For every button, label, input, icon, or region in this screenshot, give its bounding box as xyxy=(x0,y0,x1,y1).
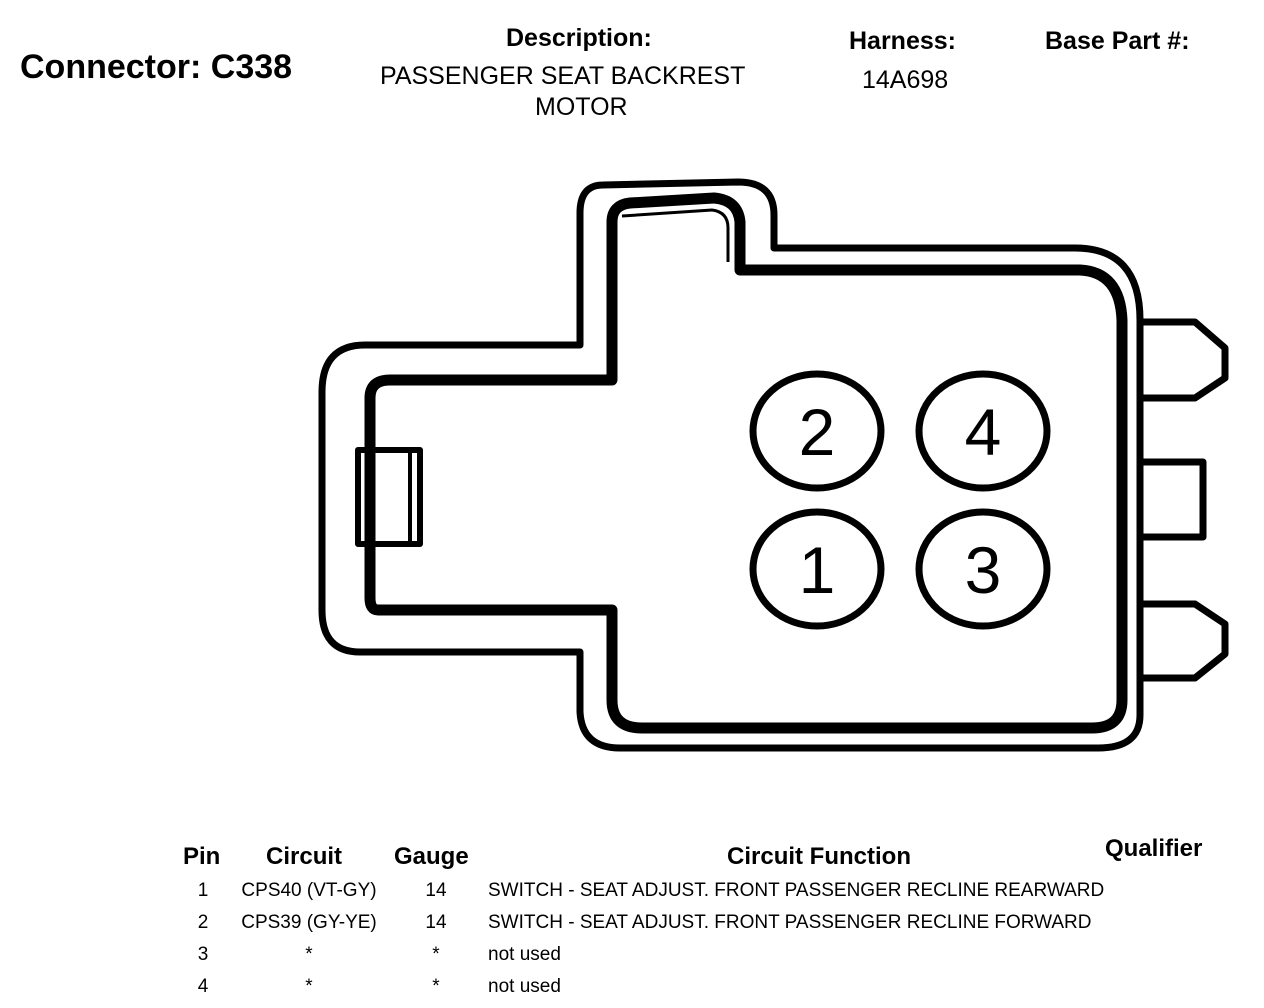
function-cell: not used xyxy=(488,976,561,997)
pin-number: 2 xyxy=(799,395,836,469)
connector-face-diagram: 2 4 1 3 xyxy=(318,178,1229,752)
gauge-cell: 14 xyxy=(425,912,447,933)
column-header-pin: Pin xyxy=(183,843,221,870)
base-part-heading: Base Part #: xyxy=(1045,27,1190,55)
pin-cavity-3: 3 xyxy=(915,508,1051,630)
circuit-cell: CPS40 (VT-GY) xyxy=(241,880,377,901)
pin-cavity-2: 2 xyxy=(749,370,885,492)
function-cell: not used xyxy=(488,944,561,965)
connector-housing xyxy=(318,178,1229,752)
connector-label: Connector: C338 xyxy=(20,48,293,86)
gauge-cell: * xyxy=(432,976,440,997)
column-header-gauge: Gauge xyxy=(394,843,469,870)
pin-cavity-1: 1 xyxy=(749,508,885,630)
description-line-1: PASSENGER SEAT BACKREST xyxy=(380,62,746,90)
column-header-circuit: Circuit xyxy=(266,843,343,870)
function-cell: SWITCH - SEAT ADJUST. FRONT PASSENGER RE… xyxy=(488,912,1092,933)
pin-outline xyxy=(915,508,1051,630)
pin-cell: 4 xyxy=(197,976,209,997)
column-header-function: Circuit Function xyxy=(727,843,911,870)
description-line-2: MOTOR xyxy=(535,93,628,121)
pin-number: 4 xyxy=(965,395,1002,469)
pin-cavity-4: 4 xyxy=(915,370,1051,492)
pin-outline xyxy=(915,370,1051,492)
pin-outline xyxy=(749,370,885,492)
pin-cavities: 2 4 1 3 xyxy=(749,370,1051,630)
column-header-qualifier: Qualifier xyxy=(1105,835,1203,862)
pin-cell: 1 xyxy=(197,880,209,901)
gauge-cell: 14 xyxy=(425,880,447,901)
circuit-cell: * xyxy=(305,944,313,965)
gauge-cell: * xyxy=(432,944,440,965)
pin-outline xyxy=(749,508,885,630)
pin-cell: 3 xyxy=(197,944,209,965)
harness-heading: Harness: xyxy=(849,27,956,55)
circuit-cell: CPS39 (GY-YE) xyxy=(241,912,377,933)
pin-number: 3 xyxy=(965,533,1002,607)
harness-value: 14A698 xyxy=(862,66,949,94)
description-heading: Description: xyxy=(506,24,652,52)
pin-number: 1 xyxy=(799,533,836,607)
pin-cell: 2 xyxy=(197,912,209,933)
function-cell: SWITCH - SEAT ADJUST. FRONT PASSENGER RE… xyxy=(488,880,1105,901)
circuit-cell: * xyxy=(305,976,313,997)
